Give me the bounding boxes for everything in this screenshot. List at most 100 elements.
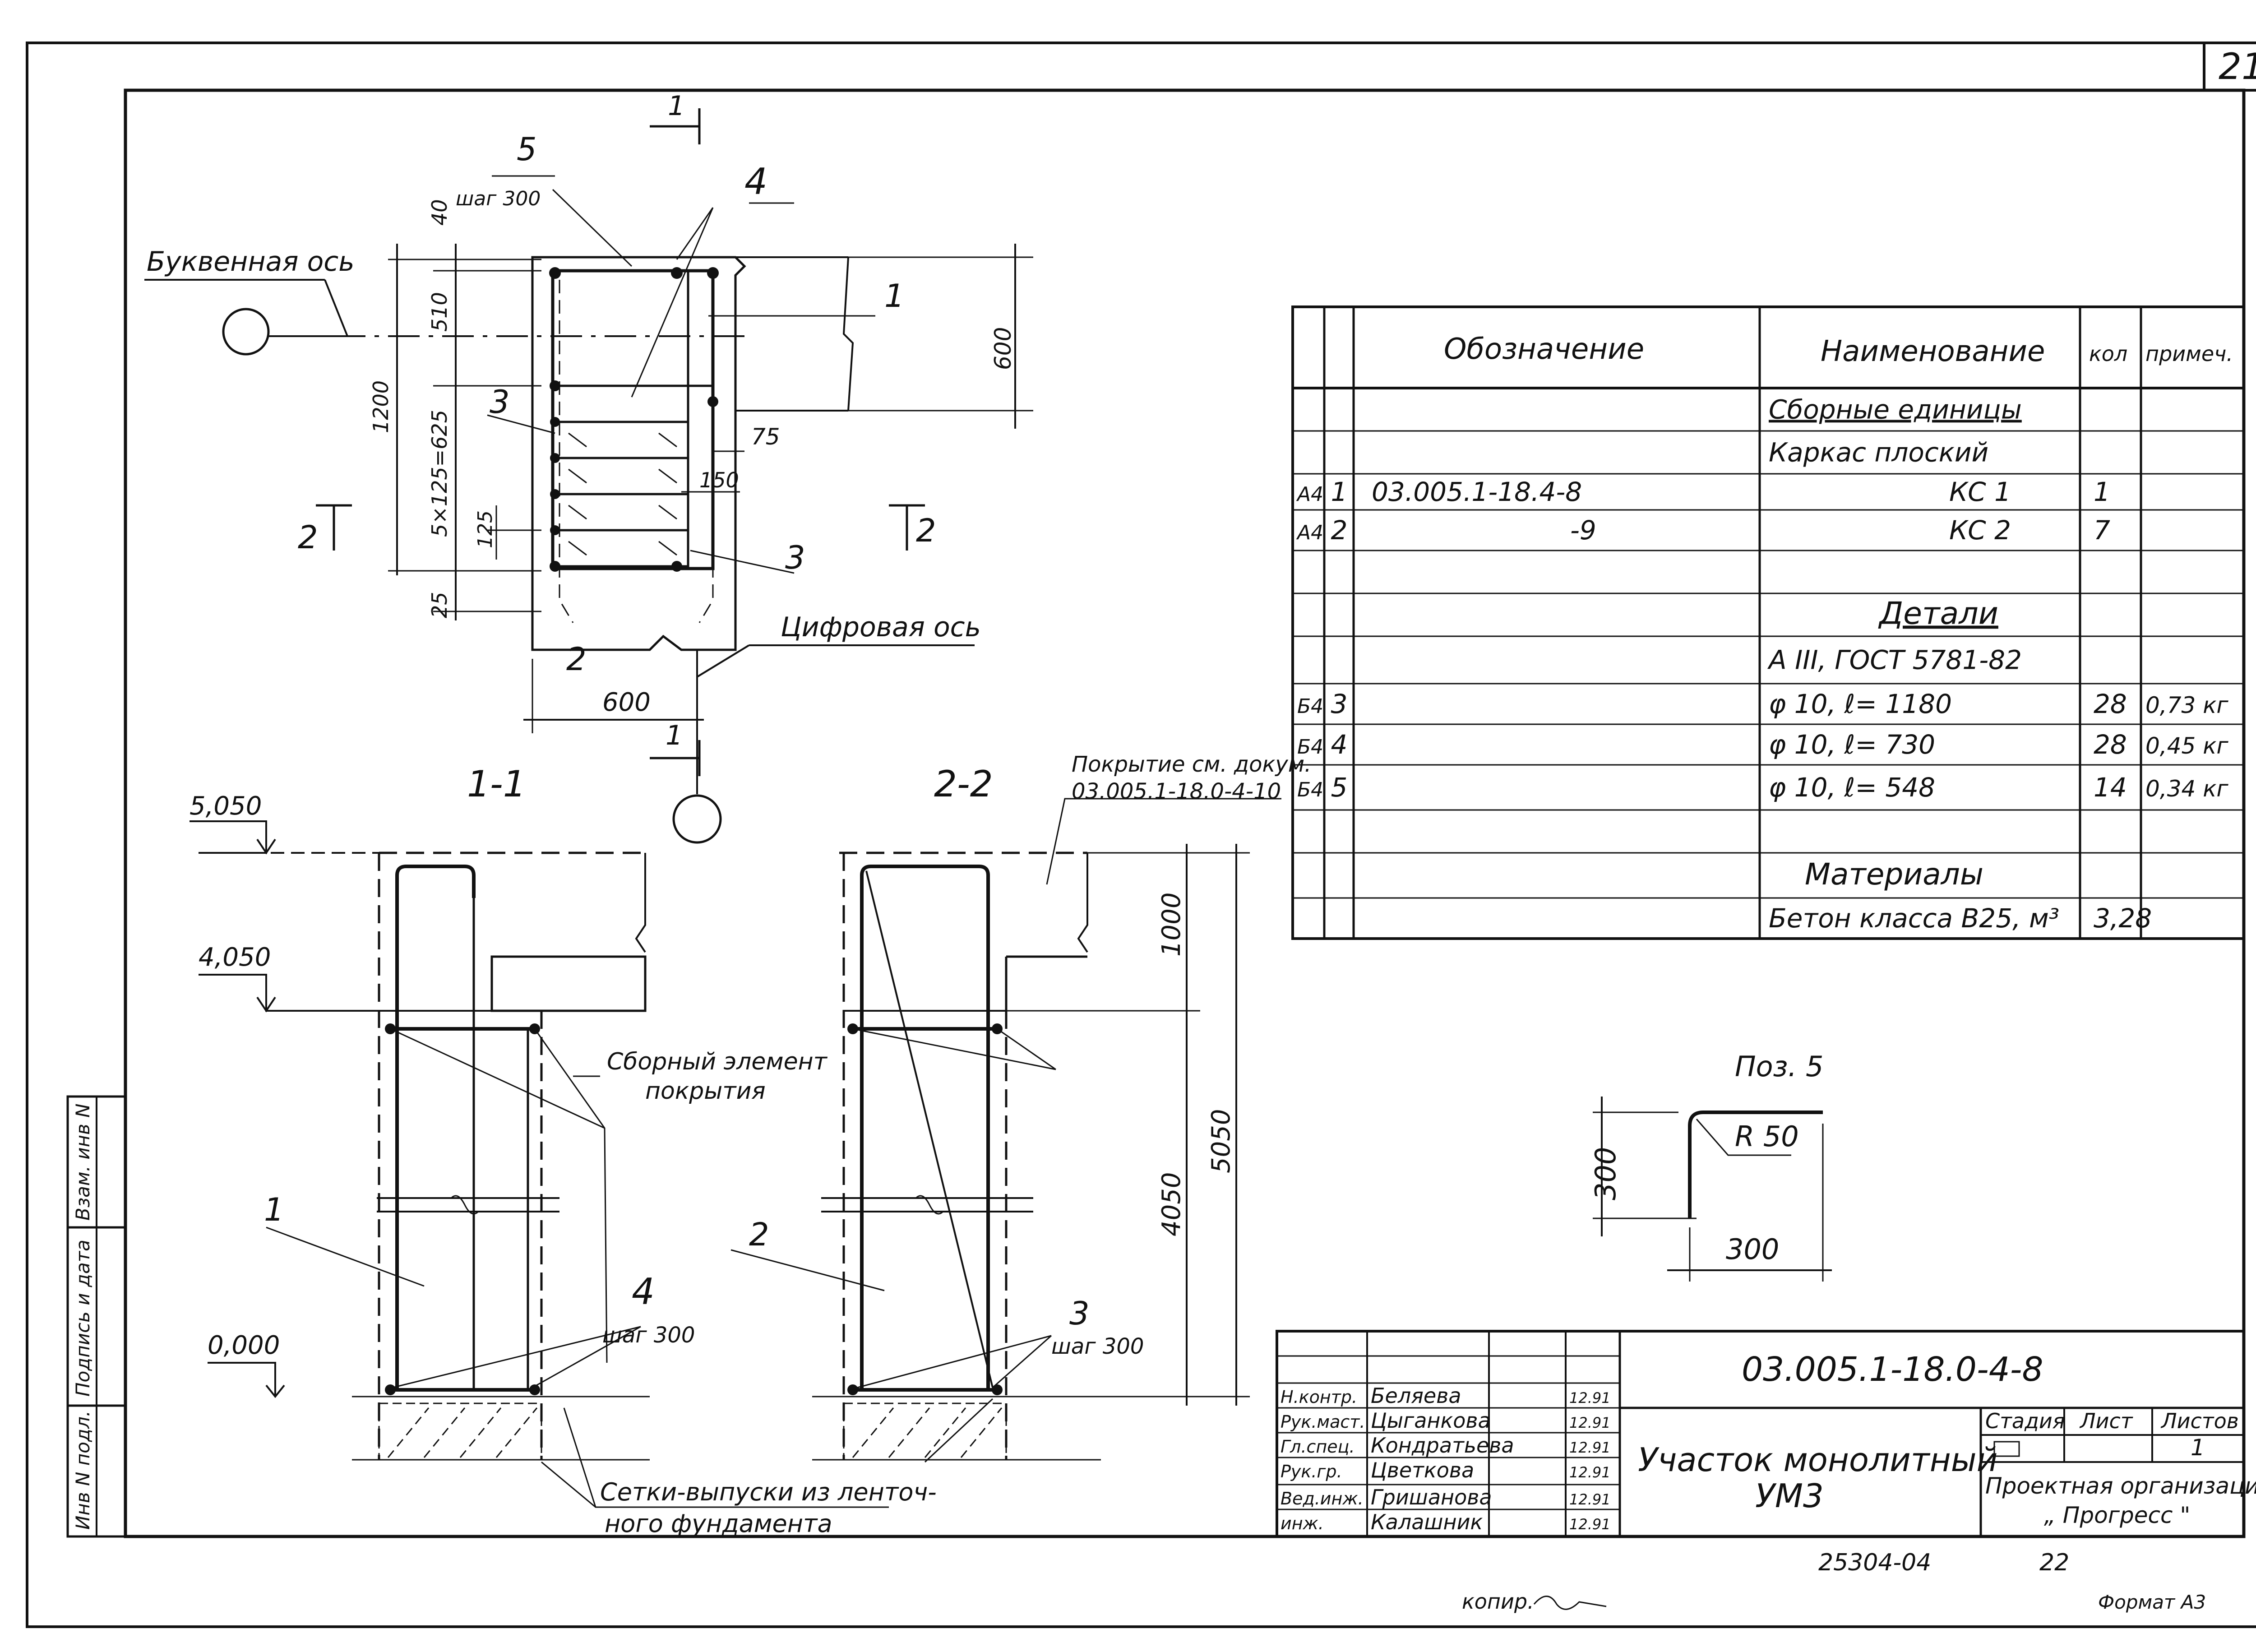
spec-header-designation: Обозначение bbox=[1444, 333, 1644, 366]
stamp-signature: Подпись и дата bbox=[72, 1240, 94, 1397]
cover-ref-doc: 03.005.1-18.0-4-10 bbox=[1072, 779, 1281, 804]
sheet-label: Лист bbox=[2079, 1409, 2133, 1433]
staff-role: Гл.спец. bbox=[1281, 1437, 1355, 1457]
staff-role: Вед.инж. bbox=[1281, 1489, 1364, 1509]
staff-role: Рук.гр. bbox=[1281, 1462, 1342, 1481]
spec-cell-p: 4 bbox=[1331, 729, 1348, 760]
title-block bbox=[1276, 1330, 2245, 1538]
doc-code: 03.005.1-18.0-4-8 bbox=[1742, 1350, 2043, 1389]
staff-name: Калашник bbox=[1371, 1510, 1483, 1534]
spec-cell-d: 03.005.1-18.4-8 bbox=[1372, 477, 1582, 507]
staff-date: 12.91 bbox=[1569, 1491, 1611, 1508]
staff-name: Беляева bbox=[1371, 1384, 1461, 1408]
spec-cell-f: Б4 bbox=[1297, 695, 1323, 718]
stage-label: Стадия bbox=[1985, 1409, 2065, 1433]
section-mark-bottom: 1 bbox=[666, 720, 683, 751]
section-mark-right: 2 bbox=[916, 512, 936, 549]
page-number: 22 bbox=[2039, 1549, 2069, 1576]
spec-cell-n: φ 10, ℓ= 1180 bbox=[1769, 689, 1952, 719]
spec-cell-n: Материалы bbox=[1805, 857, 1983, 892]
dim-40: 40 bbox=[427, 199, 452, 226]
pos5-detail bbox=[1593, 1097, 1832, 1282]
mesh-l1: Сетки-выпуски из ленточ- bbox=[600, 1478, 937, 1506]
section-mark-top: 1 bbox=[668, 90, 685, 122]
spec-cell-q: 1 bbox=[2094, 477, 2110, 507]
dim-5050: 5050 bbox=[1207, 1109, 1236, 1173]
inv-number: 25304-04 bbox=[1818, 1549, 1931, 1576]
spec-cell-n: φ 10, ℓ= 548 bbox=[1769, 772, 1935, 803]
staff-date: 12.91 bbox=[1569, 1439, 1611, 1456]
elev-0000: 0,000 bbox=[208, 1331, 280, 1360]
staff-date: 12.91 bbox=[1569, 1516, 1611, 1533]
sheets-value: 1 bbox=[2191, 1435, 2205, 1461]
staff-role: Рук.маст. bbox=[1281, 1412, 1365, 1432]
mark-3-plan-b: 3 bbox=[785, 539, 805, 576]
spec-cell-q: 28 bbox=[2094, 729, 2127, 760]
mark-1-section: 1 bbox=[264, 1191, 284, 1228]
section-2-2 bbox=[730, 798, 1281, 1463]
spec-header-name: Наименование bbox=[1821, 335, 2045, 368]
mark-2-plan: 2 bbox=[566, 641, 587, 678]
spec-cell-f: Б4 bbox=[1297, 778, 1323, 801]
pos5-dim-h: 300 bbox=[1726, 1233, 1779, 1266]
staff-name: Цыганкова bbox=[1371, 1408, 1491, 1433]
spec-cell-r: 0,73 кг bbox=[2145, 692, 2228, 718]
dim-600-right: 600 bbox=[990, 327, 1016, 370]
staff-name: Цветкова bbox=[1371, 1458, 1474, 1482]
mark-2-section: 2 bbox=[749, 1216, 769, 1253]
spec-cell-n: КС 1 bbox=[1949, 477, 2011, 507]
section-1-1 bbox=[190, 820, 889, 1508]
dim-150: 150 bbox=[699, 468, 739, 492]
spec-cell-p: 2 bbox=[1331, 515, 1348, 546]
spec-cell-p: 3 bbox=[1331, 689, 1348, 719]
spec-cell-q: 28 bbox=[2094, 689, 2127, 719]
staff-name: Гришанова bbox=[1371, 1485, 1492, 1509]
spec-cell-r: 0,34 кг bbox=[2145, 776, 2228, 802]
mark-5: 5 bbox=[517, 131, 537, 168]
staff-name: Кондратьева bbox=[1371, 1433, 1514, 1458]
sheets-label: Листов bbox=[2160, 1409, 2239, 1433]
mark-1-plan: 1 bbox=[884, 278, 905, 315]
dim-625: 5×125=625 bbox=[427, 410, 452, 537]
section-1-1-title: 1-1 bbox=[467, 763, 526, 805]
cover-ref: Покрытие см. докум. bbox=[1072, 752, 1311, 777]
spec-cell-n: Детали bbox=[1878, 596, 1998, 632]
digit-axis-label: Цифровая ось bbox=[781, 611, 981, 643]
org-l2: „ Прогресс " bbox=[2044, 1502, 2190, 1528]
copier-signature bbox=[1533, 1596, 1607, 1610]
spec-cell-f: А4 bbox=[1296, 521, 1323, 544]
mark-4-section: 4 bbox=[632, 1271, 655, 1313]
mark-4-plan: 4 bbox=[744, 161, 767, 203]
format-label: Формат А3 bbox=[2098, 1591, 2206, 1613]
mark-3-plan-a: 3 bbox=[490, 384, 510, 421]
spec-cell-q: 14 bbox=[2094, 772, 2127, 803]
org-l1: Проектная организация bbox=[1985, 1473, 2256, 1499]
object-l2: УМ3 bbox=[1755, 1477, 1824, 1515]
dim-125: 125 bbox=[474, 510, 497, 548]
stamp-inv: Инв N подл. bbox=[72, 1411, 94, 1530]
mark-5-step: шаг 300 bbox=[456, 187, 541, 210]
spec-header-note: примеч. bbox=[2145, 342, 2233, 366]
spec-cell-n: КС 2 bbox=[1949, 515, 2011, 546]
spec-cell-q: 3,28 bbox=[2094, 903, 2152, 934]
spec-cell-p: 1 bbox=[1331, 477, 1348, 507]
stamp-replaced: Взам. инв N bbox=[72, 1103, 94, 1221]
precast-l2: покрытия bbox=[645, 1078, 766, 1105]
mark-3-step: шаг 300 bbox=[1051, 1334, 1144, 1359]
elev-5050: 5,050 bbox=[190, 791, 262, 821]
spec-cell-n: А III, ГОСТ 5781-82 bbox=[1767, 645, 2022, 676]
spec-table bbox=[1291, 305, 2245, 940]
spec-cell-r: 0,45 кг bbox=[2145, 733, 2228, 759]
dim-25: 25 bbox=[427, 592, 452, 618]
staff-role: инж. bbox=[1281, 1513, 1324, 1533]
dim-510: 510 bbox=[427, 292, 452, 332]
dim-4050: 4050 bbox=[1157, 1172, 1186, 1236]
section-mark-left: 2 bbox=[298, 519, 318, 556]
spec-cell-n: Бетон класса В25, м³ bbox=[1769, 903, 2059, 934]
dim-75: 75 bbox=[751, 424, 780, 450]
spec-cell-f: Б4 bbox=[1297, 736, 1323, 759]
pos5-radius: R 50 bbox=[1735, 1120, 1799, 1153]
